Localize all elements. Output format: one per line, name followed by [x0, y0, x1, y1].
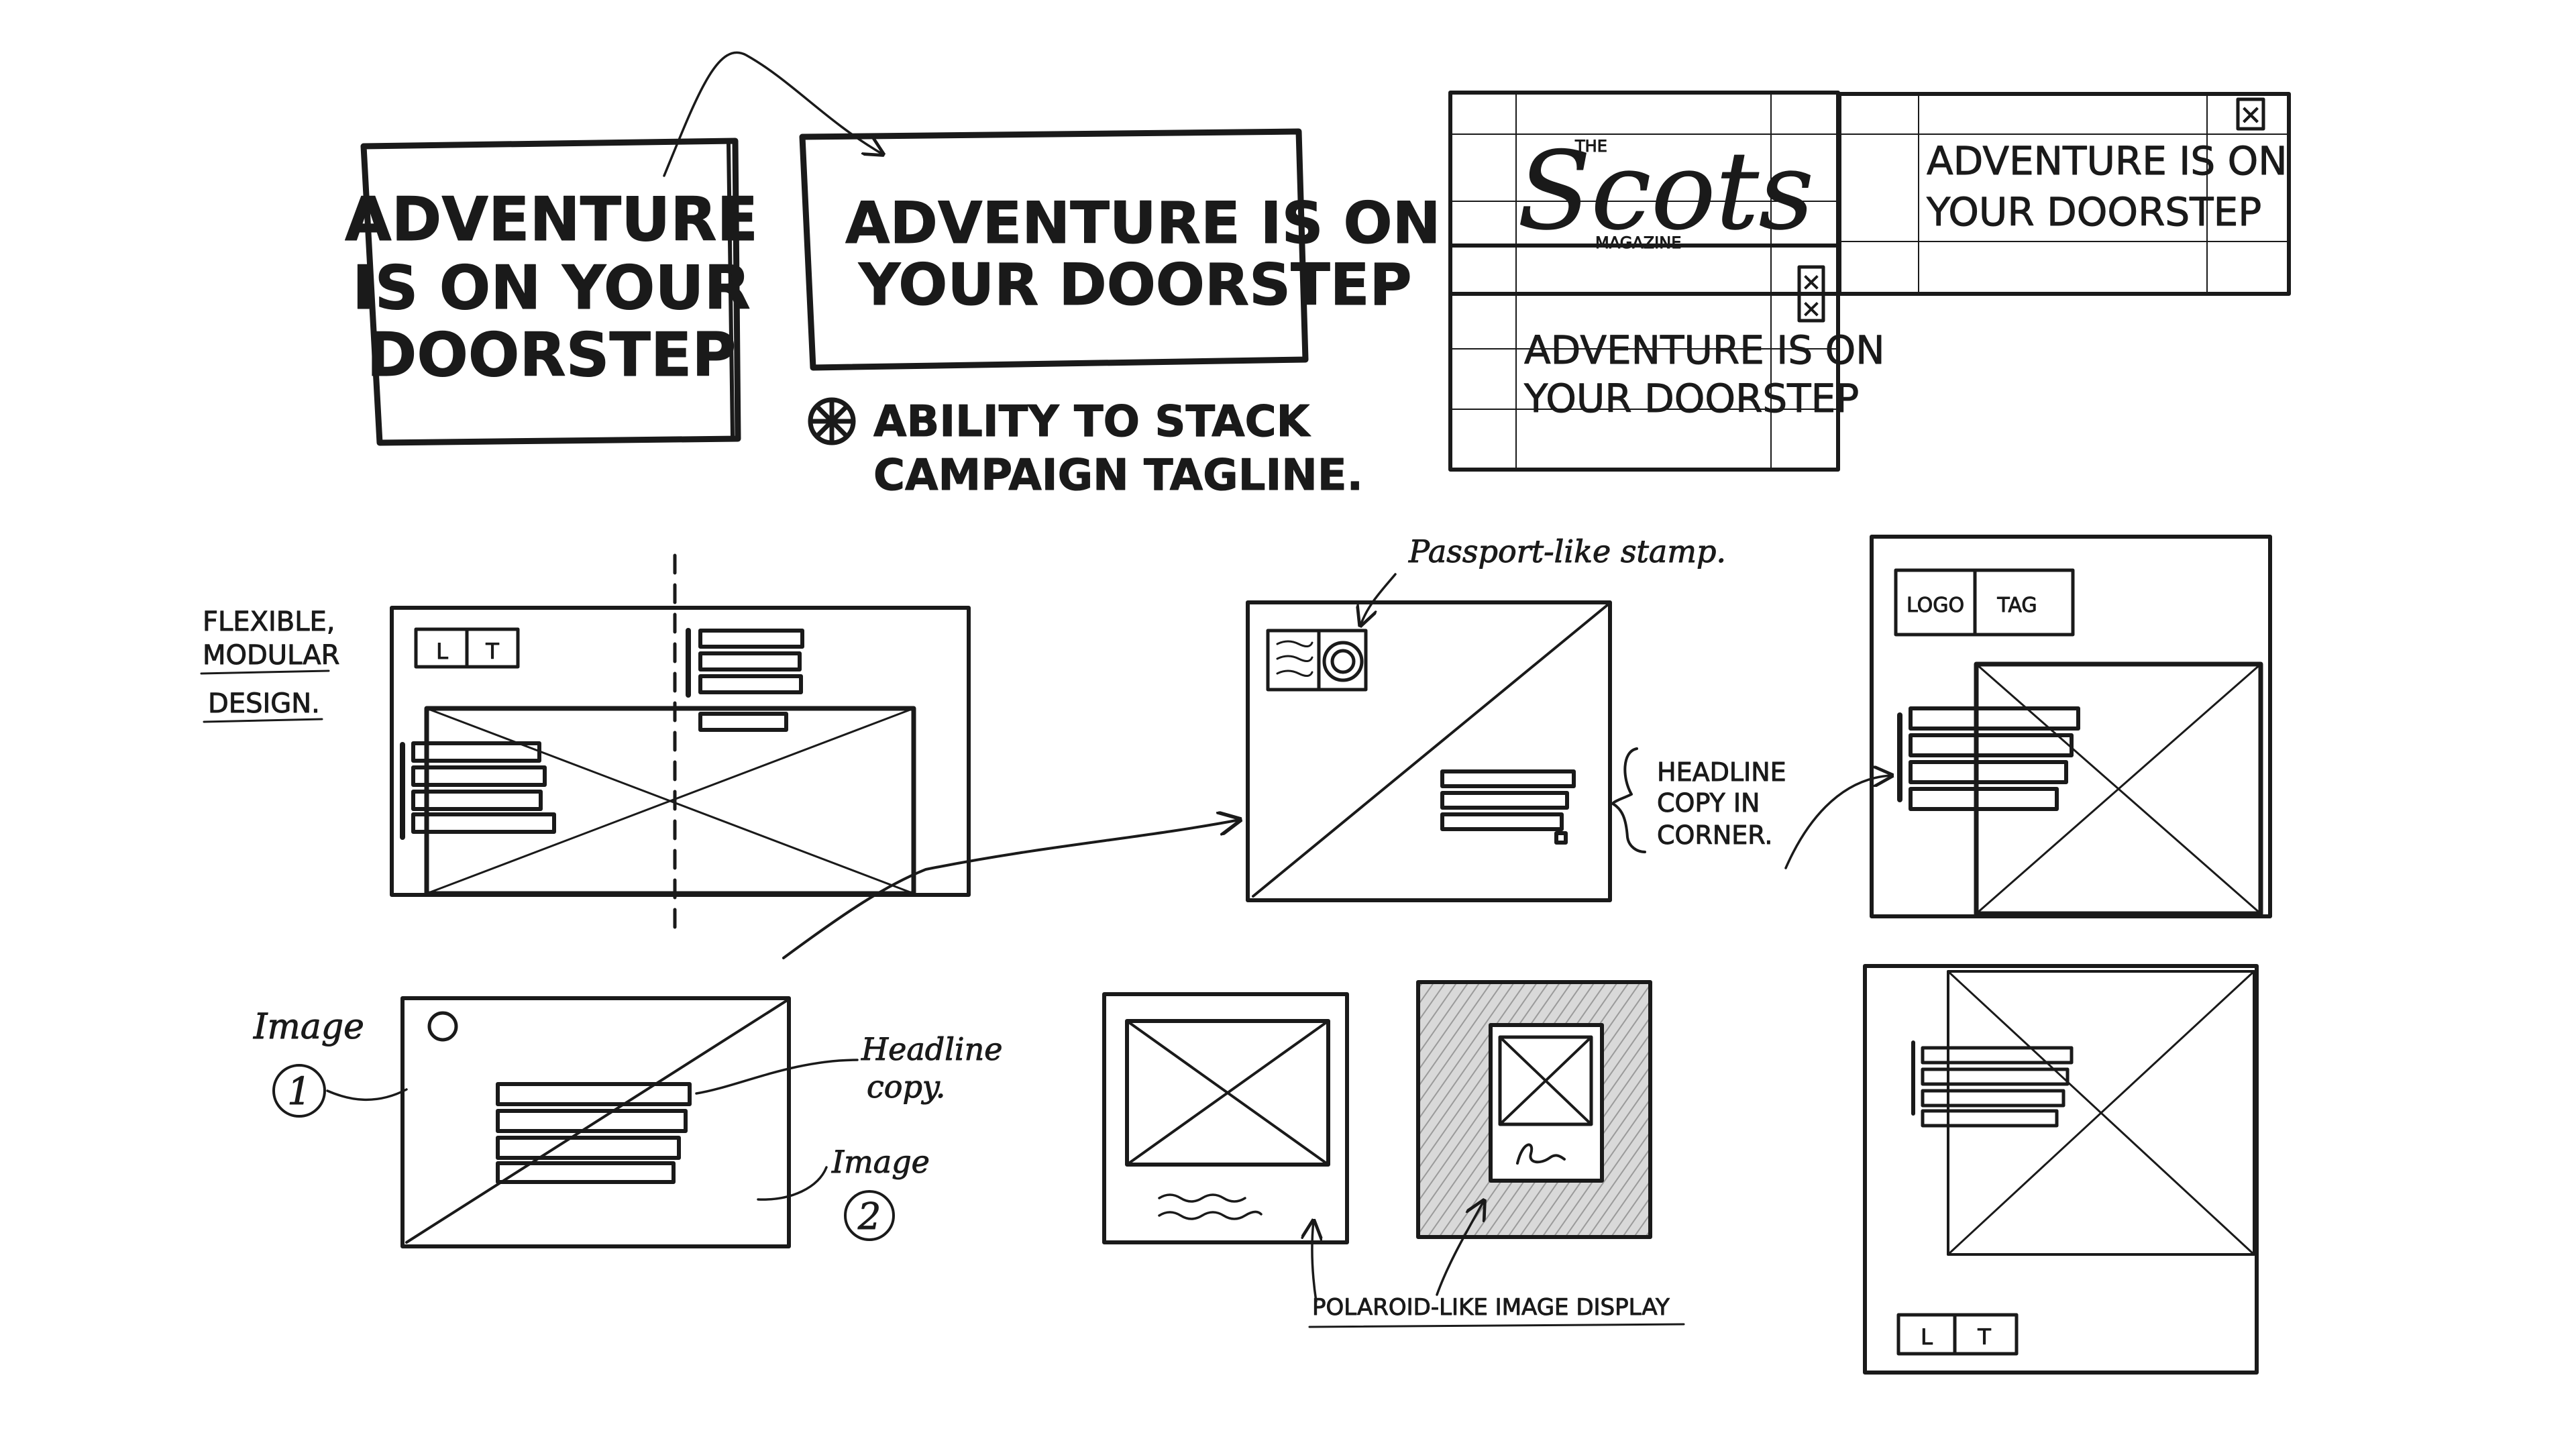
close-glyph: × — [1801, 295, 1821, 323]
close-glyph: × — [1801, 268, 1821, 296]
banner-vertical-tagline-2: YOUR DOORSTEP — [1523, 376, 1859, 421]
wide-layout-sketch — [390, 553, 971, 929]
wide-tagline-line-1: ADVENTURE IS ON — [845, 190, 1441, 257]
image-2-number-circle — [844, 1190, 895, 1241]
logo-tag-tag: TAG — [1996, 594, 2037, 617]
stacked-tagline-line-3: DOORSTEP — [367, 320, 737, 390]
image-2-leader — [757, 1166, 828, 1201]
headline-corner-note-2: COPY IN — [1657, 788, 1760, 818]
headline-corner-note-3: CORNER. — [1657, 820, 1772, 850]
square-top-copy-bars — [1909, 706, 2080, 811]
wide-layout-image-placeholder — [424, 706, 916, 896]
polaroid-note-arrow-left — [1312, 1221, 1316, 1303]
passport-stamp-box — [1266, 629, 1368, 692]
polaroid-note-arrow-right — [1436, 1201, 1484, 1296]
image-1-leader — [326, 1088, 408, 1101]
image-2-label: Image — [831, 1144, 930, 1180]
square-layout-top-frame — [1870, 535, 2272, 918]
polaroid-note: POLAROID-LIKE IMAGE DISPLAY — [1312, 1294, 1670, 1321]
square-layout-bottom-image — [1947, 970, 2255, 1256]
image-2-number: 2 — [857, 1195, 881, 1238]
banner-vertical-tagline-1: ADVENTURE IS ON — [1524, 327, 1885, 373]
passport-note: Passport-like stamp. — [1408, 533, 1726, 570]
passport-stamp-icon — [1322, 641, 1364, 682]
passport-card-sketch — [1246, 600, 1612, 902]
polaroid-shaded-card — [1489, 1023, 1604, 1183]
logo-the: THE — [1574, 137, 1607, 156]
stacked-tagline-line-2: IS ON YOUR — [352, 253, 751, 323]
wide-tagline-line-2: YOUR DOORSTEP — [858, 252, 1412, 319]
logo-tag-logo: LOGO — [1907, 594, 1964, 617]
banner-horizontal-tagline-1: ADVENTURE IS ON — [1927, 138, 2288, 184]
lt-badge-bottom-l: L — [1921, 1324, 1933, 1350]
wide-layout-copy-bars — [698, 629, 804, 732]
wide-tagline-frame — [799, 128, 1309, 371]
flexible-note-line-3: DESIGN. — [208, 688, 320, 719]
headline-copy-leader — [695, 1059, 859, 1095]
lt-badge-t: T — [485, 639, 499, 664]
wide-layout-frame — [390, 606, 971, 897]
logo-scots: Scots — [1517, 128, 1814, 254]
polaroid-white-frame — [1102, 992, 1349, 1244]
logo-tag-box — [1894, 568, 2075, 637]
image-1-marker — [427, 1011, 458, 1042]
square-layout-top-sketch — [1870, 535, 2272, 918]
flexible-note-line-1: FLEXIBLE, — [203, 606, 335, 637]
wide-layout-left-bars — [411, 741, 556, 834]
polaroid-shaded-image — [1498, 1035, 1593, 1126]
lt-badge-l: L — [436, 639, 448, 664]
wide-tagline-box — [799, 128, 1309, 371]
close-glyph: × — [2239, 99, 2262, 130]
lt-badge-bottom — [1896, 1313, 2019, 1356]
stacked-tagline-line-1: ADVENTURE — [345, 184, 758, 255]
image-card-frame — [400, 996, 791, 1248]
lt-badge-bottom-t: T — [1977, 1324, 1991, 1350]
banner-horizontal-frame — [1837, 92, 2291, 296]
connector-arrow-middle — [782, 820, 1240, 959]
polaroid-white-image — [1125, 1019, 1330, 1167]
headline-copy-label-2: copy. — [867, 1069, 945, 1105]
logo-magazine: MAGAZINE — [1595, 233, 1681, 252]
stack-note-line-2: CAMPAIGN TAGLINE. — [873, 451, 1363, 500]
image-1-number: 1 — [287, 1070, 311, 1114]
image-card-copy-bars — [496, 1082, 692, 1184]
passport-card-frame — [1246, 600, 1612, 902]
image-1-label: Image — [253, 1007, 364, 1047]
connector-arrow-top — [663, 51, 883, 177]
stacked-tagline-frame — [360, 138, 741, 446]
polaroid-white-sketch — [1102, 992, 1349, 1244]
headline-brace — [1611, 747, 1646, 853]
headline-corner-note-1: HEADLINE — [1657, 757, 1786, 787]
image-1-number-circle — [272, 1064, 326, 1118]
headline-copy-label-1: Headline — [861, 1031, 1002, 1067]
stacked-tagline-box — [360, 138, 741, 446]
square-layout-bottom-frame — [1863, 964, 2259, 1375]
banner-grid-lines — [1450, 92, 2290, 470]
square-layout-bottom-sketch — [1863, 964, 2259, 1375]
square-bottom-copy-bars — [1921, 1046, 2074, 1128]
banner-horizontal-tagline-2: YOUR DOORSTEP — [1926, 189, 2261, 235]
passport-note-arrow — [1360, 573, 1397, 625]
star-icon — [808, 397, 856, 445]
flexible-note-line-2: MODULAR — [203, 640, 339, 671]
close-icon — [1797, 292, 1825, 323]
image-card-sketch — [400, 996, 791, 1248]
close-icon — [2236, 97, 2265, 131]
connector-arrow-right — [1784, 775, 1892, 869]
scots-banner-group — [1448, 91, 2291, 472]
polaroid-shaded-sketch — [1416, 980, 1652, 1239]
passport-copy-bars — [1440, 769, 1576, 845]
stack-note-line-1: ABILITY TO STACK — [873, 397, 1311, 447]
